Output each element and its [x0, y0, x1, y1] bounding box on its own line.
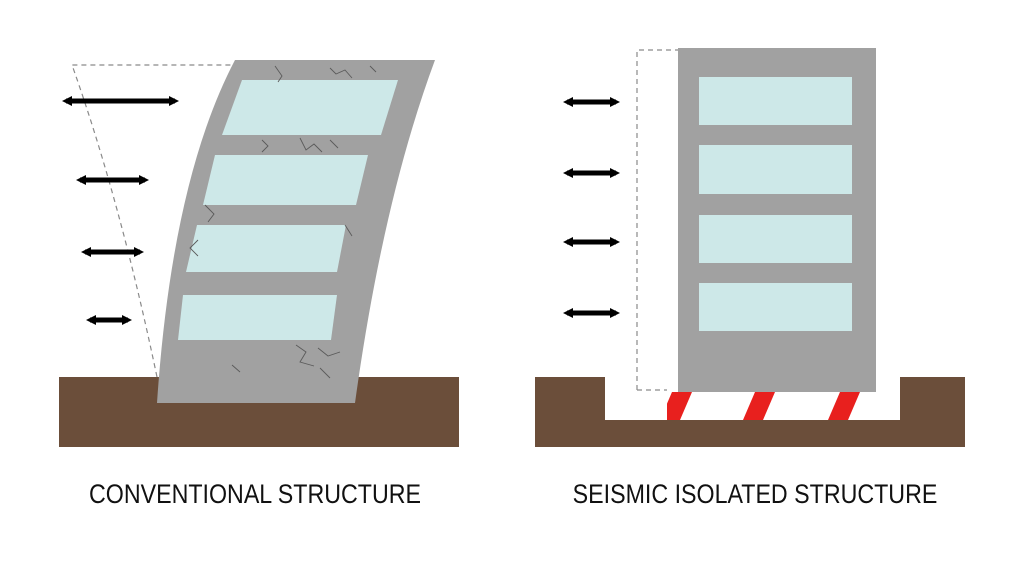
original-position-outline-left — [71, 64, 232, 378]
window — [699, 215, 852, 263]
windows-right — [699, 77, 852, 331]
conventional-panel — [59, 60, 459, 447]
window — [222, 80, 398, 135]
window — [186, 225, 346, 272]
window — [699, 283, 852, 331]
window — [699, 77, 852, 125]
base-isolator — [667, 392, 877, 420]
window — [178, 295, 337, 340]
window — [203, 155, 368, 205]
original-position-outline-right — [636, 49, 678, 390]
seismic-isolated-structure-caption: SEISMIC ISOLATED STRUCTURE — [572, 479, 938, 509]
ground-right — [535, 377, 965, 447]
isolated-panel — [535, 48, 965, 447]
crack-lines — [189, 65, 377, 379]
motion-arrows-left — [62, 96, 179, 325]
conventional-structure-caption: CONVENTIONAL STRUCTURE — [89, 479, 421, 509]
motion-arrows-right — [563, 97, 620, 318]
window — [699, 145, 852, 194]
windows-left — [178, 80, 398, 340]
